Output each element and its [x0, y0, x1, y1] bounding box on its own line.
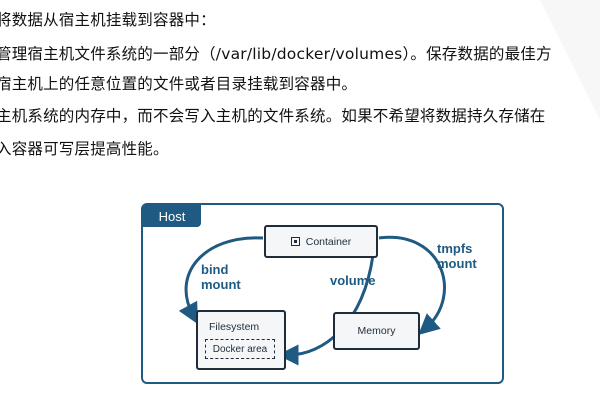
- bind-mount-label: bind mount: [201, 262, 241, 292]
- paragraph-line-4: 主机系统的内存中，而不会写入主机的文件系统。如果不希望将数据持久存储在: [0, 107, 546, 125]
- volume-label: volume: [330, 273, 376, 288]
- bind-mount-arrow: [178, 236, 264, 325]
- paragraph-line-5: 入容器可写层提高性能。: [0, 140, 169, 158]
- docker-area-box: Docker area: [205, 339, 275, 359]
- host-label: Host: [143, 205, 201, 227]
- filesystem-label: Filesystem: [209, 321, 260, 333]
- filesystem-box: Filesystem Docker area: [196, 310, 286, 370]
- docker-mount-diagram: Host Container Filesystem Docker area Me…: [141, 203, 504, 384]
- memory-box: Memory: [333, 312, 420, 350]
- container-box: Container: [264, 225, 378, 258]
- paragraph-line-3: 宿主机上的任意位置的文件或者目录挂载到容器中。: [0, 75, 358, 93]
- tmpfs-mount-label: tmpfs mount: [437, 241, 477, 271]
- tmpfs-mount-arrow: [378, 235, 446, 335]
- paragraph-line-2: 管理宿主机文件系统的一部分（/var/lib/docker/volumes）。保…: [0, 45, 552, 63]
- paragraph-line-1: 将数据从宿主机挂载到容器中：: [0, 11, 216, 29]
- memory-label: Memory: [357, 325, 396, 337]
- container-label: Container: [305, 235, 352, 248]
- container-icon: [290, 237, 300, 246]
